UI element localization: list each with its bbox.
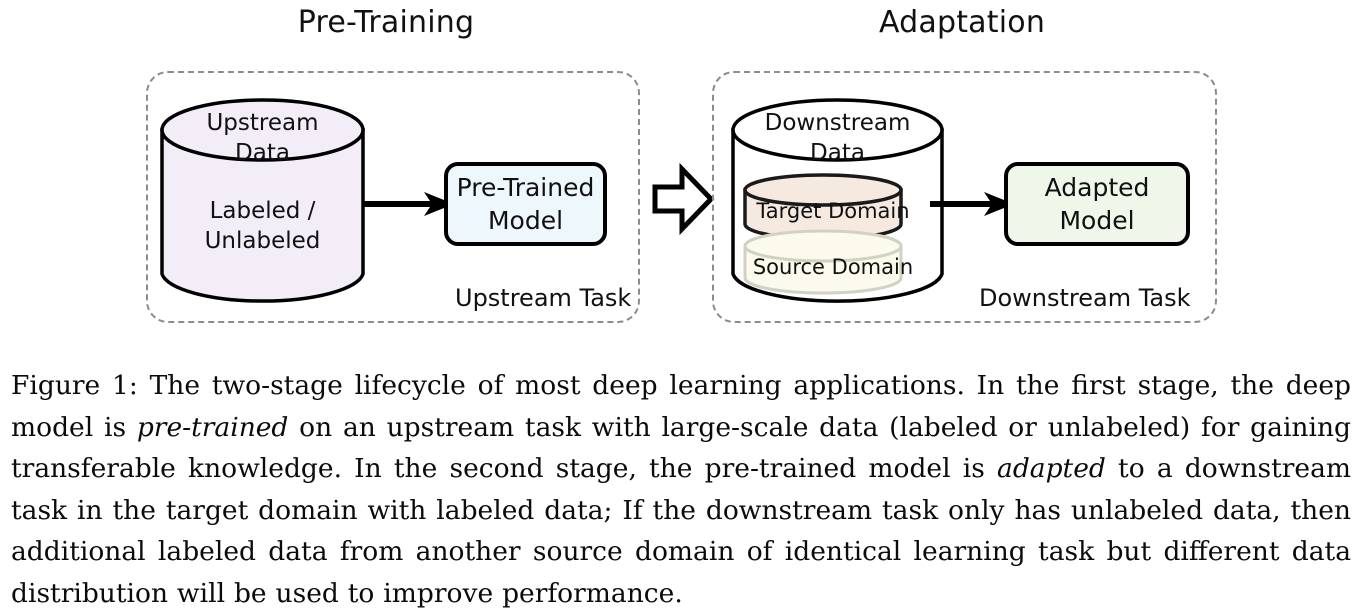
panel-upstream-task [146, 71, 640, 323]
adapted-model-line1: Adapted [1044, 173, 1150, 202]
caption-emphasis-pre-trained: pre-trained [136, 411, 289, 443]
stage-title-adaptation: Adaptation [878, 5, 1046, 40]
diagram-figure: Pre-Training Adaptation Upstream Data La… [146, 5, 1217, 323]
source-domain-disk-label: Source Domain [752, 255, 914, 279]
caption-text-3: to a downstream task in the target domai… [11, 453, 1351, 609]
caption-label: Figure 1: [11, 370, 138, 401]
adapted-model-box: Adapted Model [1004, 162, 1190, 246]
downstream-top-line1: Downstream [764, 110, 911, 136]
panel-downstream-task [712, 71, 1217, 323]
pretrained-model-line1: Pre-Trained [456, 173, 595, 202]
upstream-body-line1: Labeled / [209, 198, 316, 224]
caption-text-1: The two-stage lifecycle of most deep lea… [11, 370, 1351, 443]
stage-transition-block-arrow [652, 162, 715, 236]
panel-caption-upstream-task: Upstream Task [455, 284, 632, 312]
caption-emphasis-adapted: adapted [997, 453, 1106, 484]
upstream-body-line2: Unlabeled [204, 228, 321, 254]
arrow-upstream-data-to-model [362, 192, 454, 216]
arrow-downstream-data-to-model [930, 192, 1014, 216]
pretrained-model-line2: Model [487, 206, 564, 235]
upstream-top-line1: Upstream [206, 110, 319, 136]
adapted-model-line2: Model [1059, 206, 1135, 235]
panel-caption-downstream-task: Downstream Task [979, 284, 1191, 312]
pre-trained-model-box: Pre-Trained Model [444, 162, 607, 246]
target-domain-disk-label: Target Domain [756, 199, 910, 223]
upstream-cylinder-body-label: Labeled / Unlabeled [160, 196, 365, 256]
figure-caption: Figure 1: The two-stage lifecycle of mos… [11, 365, 1351, 614]
stage-title-pre-training: Pre-Training [297, 5, 475, 40]
upstream-data-cylinder [160, 98, 365, 303]
downstream-cylinder-top-label: Downstream Data [731, 108, 944, 168]
upstream-top-line2: Data [235, 140, 290, 166]
caption-text-2: on an upstream task with large-scale dat… [11, 411, 1351, 485]
upstream-cylinder-top-label: Upstream Data [160, 108, 365, 168]
downstream-data-cylinder [731, 98, 944, 303]
downstream-top-line2: Data [810, 140, 865, 166]
